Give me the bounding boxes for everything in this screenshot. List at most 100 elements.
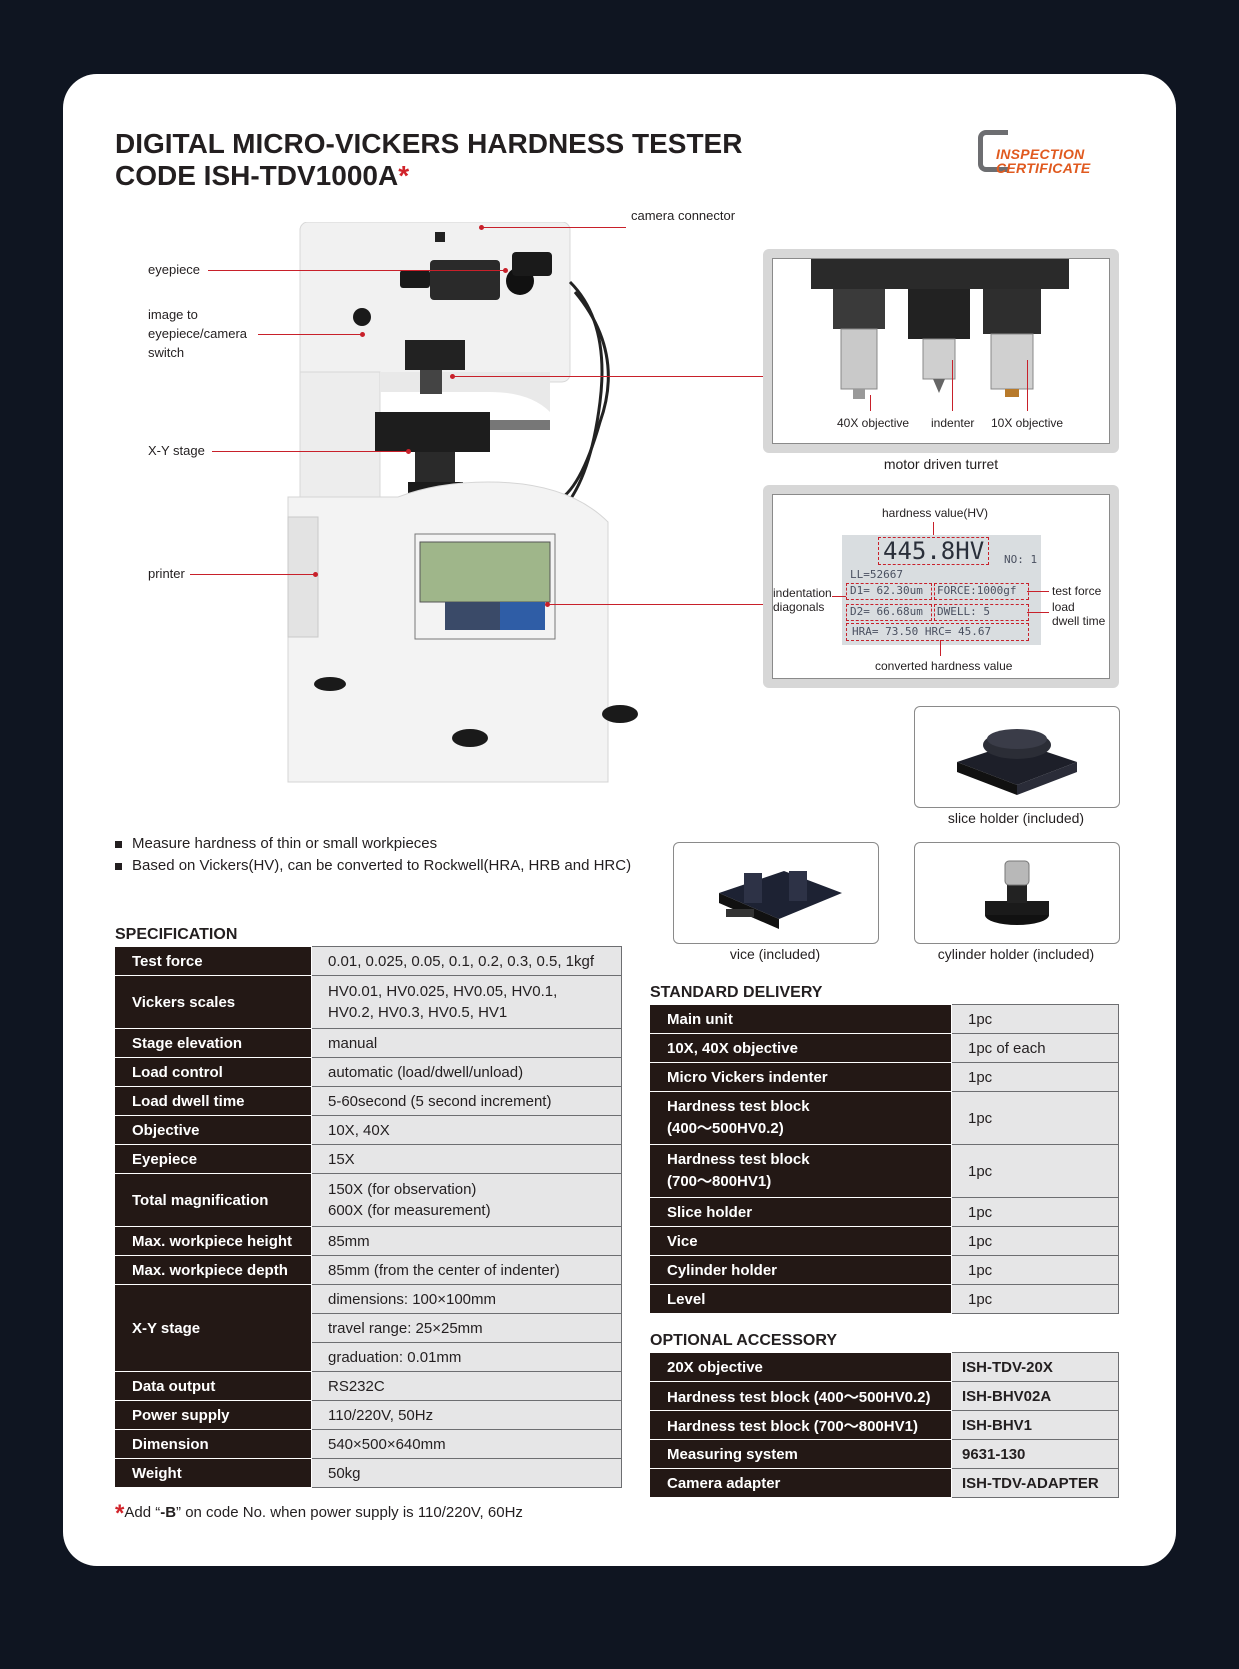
spec-key: Load dwell time [115, 1086, 312, 1116]
spec-value-line: 150X (for observation) [328, 1181, 477, 1198]
callout-xy-stage: X-Y stage [148, 443, 205, 458]
leader-line [870, 395, 871, 411]
product-code: CODE ISH-TDV1000A [115, 160, 399, 191]
delivery-qty: 1pc of each [951, 1033, 1119, 1063]
lcd-box [846, 583, 932, 600]
spec-value-line: 600X (for measurement) [328, 1202, 491, 1219]
lcd-dwell: DWELL: 5 [937, 605, 990, 618]
leader-line [190, 574, 315, 575]
table-row: graduation: 0.01mm [116, 1342, 622, 1372]
leader-line [1027, 360, 1028, 411]
spec-value: 10X, 40X [311, 1115, 622, 1145]
logo-line-1: INSPECTION [996, 146, 1085, 162]
footnote-code: -B [160, 1504, 177, 1521]
spec-value: 150X (for observation) 600X (for measurem… [311, 1173, 622, 1227]
spec-value: 5-60second (5 second increment) [311, 1086, 622, 1116]
leader-line [548, 604, 764, 605]
callout-printer: printer [148, 566, 185, 581]
spec-value: automatic (load/dwell/unload) [311, 1057, 622, 1087]
spec-key: Objective [115, 1115, 312, 1145]
label-dwell-time: load dwell time [1052, 600, 1105, 628]
leader-dot [503, 268, 508, 273]
feature-list: Measure hardness of thin or small workpi… [115, 833, 631, 877]
delivery-item-line: Hardness test block [667, 1098, 810, 1115]
delivery-heading: STANDARD DELIVERY [650, 984, 823, 1001]
spec-key: Power supply [115, 1400, 312, 1430]
leader-line [952, 360, 953, 411]
spec-value: 110/220V, 50Hz [311, 1400, 622, 1430]
vice-image [673, 842, 879, 944]
optional-code: ISH-BHV1 [951, 1410, 1119, 1440]
footnote: *Add “-B” on code No. when power supply … [115, 1500, 523, 1528]
lcd-ll: LL=52667 [850, 568, 903, 581]
slice-holder-icon [957, 729, 1077, 795]
delivery-qty: 1pc [951, 1004, 1119, 1034]
label-test-force: test force [1052, 584, 1102, 598]
leader-dot [479, 225, 484, 230]
leader-line [1027, 612, 1049, 613]
spec-key: Dimension [115, 1429, 312, 1459]
spec-value: HV0.01, HV0.025, HV0.05, HV0.1,HV0.2, HV… [311, 975, 622, 1029]
spec-key: Test force [115, 946, 312, 976]
delivery-item: 10X, 40X objective [650, 1033, 952, 1063]
callout-switch-line-3: switch [148, 345, 185, 360]
label-hardness-value: hardness value(HV) [882, 506, 989, 520]
delivery-item-line: Hardness test block [667, 1151, 810, 1168]
vice-icon [719, 871, 842, 929]
label-dwell-line-2: dwell time [1052, 614, 1106, 628]
lcd-screen: 445.8HV NO: 1 LL=52667 D1= 62.30um FORCE… [842, 535, 1041, 645]
lcd-hardness-value: 445.8HV [878, 537, 990, 565]
footnote-star: * [398, 160, 410, 191]
spec-value: 15X [311, 1144, 622, 1174]
hardness-tester-illustration [287, 222, 638, 783]
table-row: Hardness test block (700～800HV1)ISH-BHV1 [650, 1410, 1119, 1440]
optional-code: 9631-130 [951, 1439, 1119, 1469]
spec-key: Max. workpiece height [115, 1226, 312, 1256]
optional-code: ISH-TDV-ADAPTER [951, 1468, 1119, 1498]
spec-key: X-Y stage [115, 1284, 312, 1372]
leader-line [481, 227, 626, 228]
delivery-item-line: (700～800HV1) [667, 1173, 772, 1190]
feature-item: Measure hardness of thin or small workpi… [115, 833, 631, 855]
optional-code: ISH-BHV02A [951, 1381, 1119, 1411]
logo-bracket-icon [978, 130, 1008, 172]
delivery-item: Vice [650, 1226, 952, 1256]
lcd-converted: HRA= 73.50 HRC= 45.67 [852, 625, 992, 638]
delivery-qty: 1pc [951, 1255, 1119, 1285]
callout-eyepiece: eyepiece [148, 262, 201, 277]
optional-heading: OPTIONAL ACCESSORY [650, 1332, 837, 1349]
turret-photo [811, 259, 1069, 399]
leader-dot [406, 449, 411, 454]
delivery-qty: 1pc [951, 1284, 1119, 1314]
spec-value-line: HV0.01, HV0.025, HV0.05, HV0.1, [328, 983, 558, 1000]
footnote-pre: Add “ [124, 1504, 161, 1521]
leader-dot [313, 572, 318, 577]
spec-value: 540×500×640mm [311, 1429, 622, 1459]
spec-value: 50kg [311, 1458, 622, 1488]
spec-key: Vickers scales [115, 975, 312, 1029]
spec-key: Weight [115, 1458, 312, 1488]
table-row: Hardness test block(700～800HV1)1pc [650, 1144, 1119, 1198]
delivery-item: Cylinder holder [650, 1255, 952, 1285]
leader-line [933, 522, 934, 536]
delivery-item: Slice holder [650, 1197, 952, 1227]
delivery-item: Hardness test block(400～500HV0.2) [650, 1091, 952, 1145]
spec-heading: SPECIFICATION [115, 926, 238, 943]
title-line-1: DIGITAL MICRO-VICKERS HARDNESS TESTER [115, 128, 743, 159]
